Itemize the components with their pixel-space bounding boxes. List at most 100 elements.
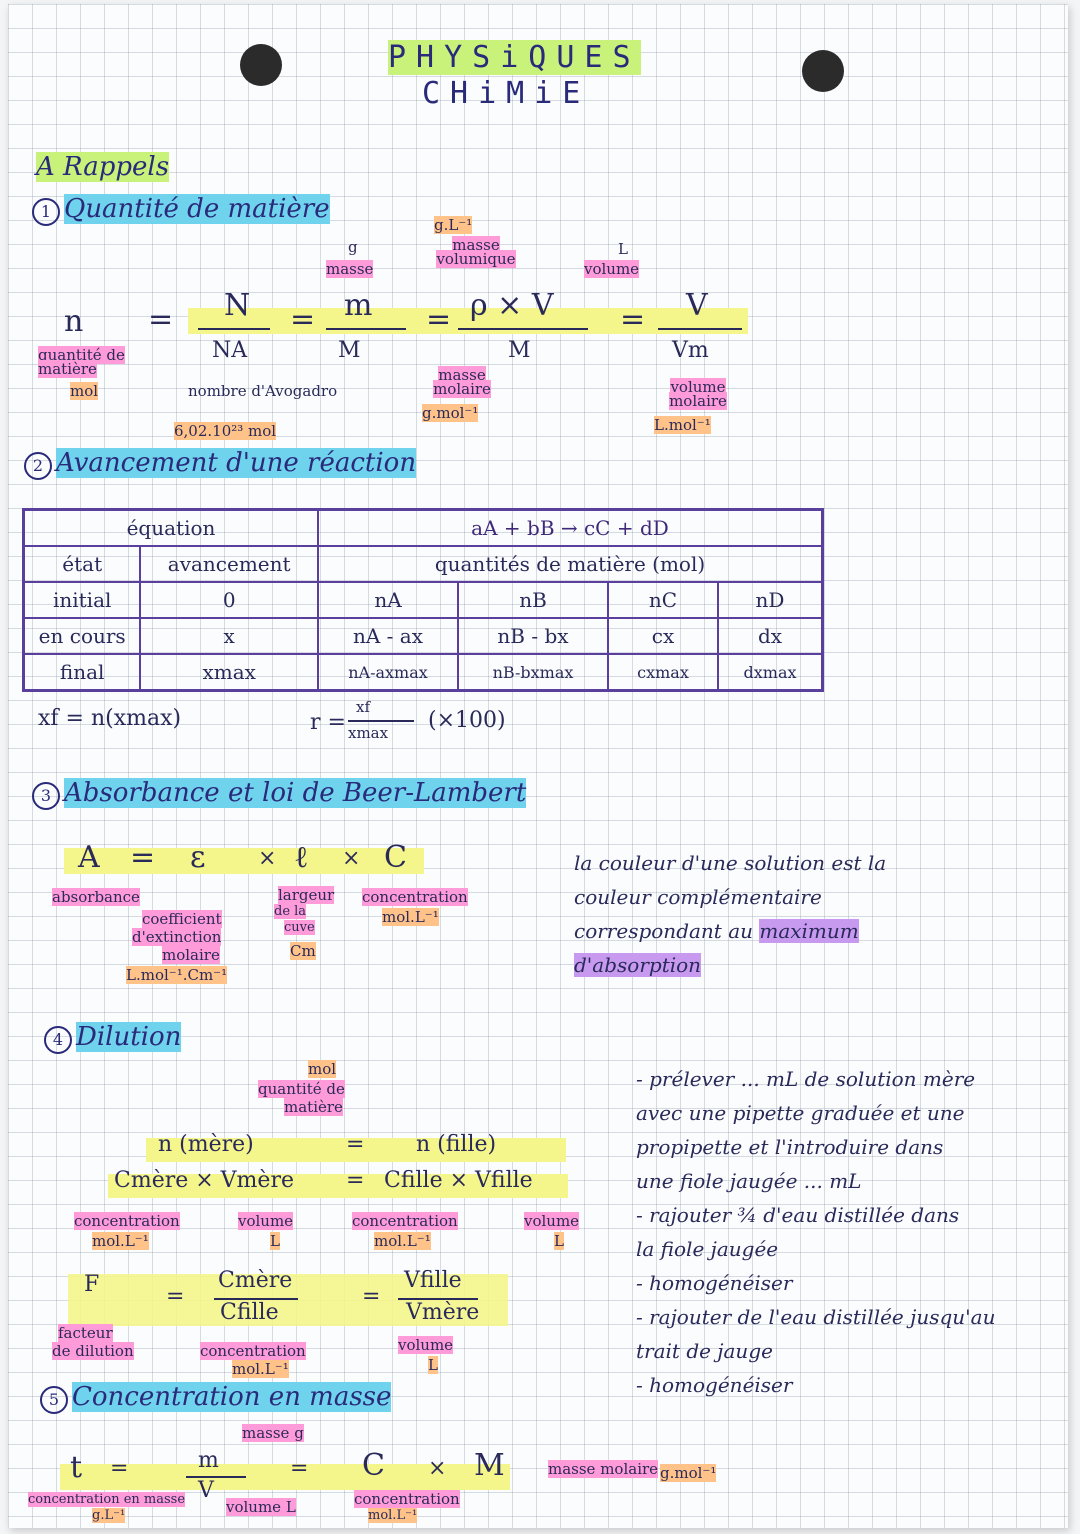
beer-C: C	[384, 840, 407, 875]
list-item: une fiole jaugée ... mL	[636, 1169, 862, 1193]
beer-l: ℓ	[294, 840, 309, 875]
list-item: - prélever ... mL de solution mère	[636, 1067, 976, 1091]
list-item: - rajouter de l'eau distillée jusqu'au	[636, 1305, 996, 1329]
table-cell: dxmax	[717, 653, 824, 692]
unit-l: Cm	[290, 942, 316, 960]
formula-n: n	[64, 304, 84, 339]
formula-N: N	[224, 288, 251, 323]
formula-rhoV: ρ × V	[470, 288, 554, 323]
beer-highlight	[64, 848, 424, 874]
unit-vol-fille: L	[554, 1232, 564, 1250]
beer-note-line4: d'absorption	[574, 953, 702, 977]
F-symbol: F	[84, 1272, 100, 1297]
table-cell: x	[139, 617, 319, 655]
list-item: trait de jauge	[636, 1339, 773, 1363]
label-t: concentration en masse	[28, 1492, 186, 1507]
unit-frac1: mol.L⁻¹	[232, 1360, 289, 1378]
unit-n: mol	[70, 382, 99, 400]
table-cell: 0	[139, 581, 319, 619]
eq-1: =	[148, 302, 174, 337]
formula-M1: M	[338, 338, 361, 363]
table-cell: nA - ax	[317, 617, 459, 655]
label-frac1: concentration	[200, 1342, 306, 1360]
label-l-1: largeur	[278, 886, 335, 904]
beer-note-line3: correspondant au maximum	[574, 919, 859, 943]
F-eq-2: =	[362, 1284, 381, 1309]
unit-C: mol.L⁻¹	[382, 908, 439, 926]
dilution-eq-2: =	[346, 1168, 365, 1193]
table-cell: nA-axmax	[317, 653, 459, 692]
unit-Vm: L.mol⁻¹	[654, 416, 711, 434]
table-quantites-header: quantités de matière (mol)	[317, 545, 824, 583]
eq-4: =	[620, 302, 646, 337]
label-conc-mere: concentration	[74, 1212, 180, 1230]
formula-m: m	[344, 288, 373, 323]
binder-hole-right	[802, 50, 844, 92]
table-cell: dx	[717, 617, 824, 655]
label-qm-2: matière	[284, 1098, 343, 1116]
table-cell: xmax	[139, 653, 319, 692]
r-formula-num: xf	[356, 698, 371, 716]
unit-M: g.mol⁻¹	[422, 404, 479, 422]
r-frac-bar	[348, 720, 414, 722]
formula-NA: NA	[212, 338, 248, 363]
cm-M: M	[474, 1448, 505, 1483]
label-eps-1: coefficient	[142, 910, 222, 928]
label-rho: masse volumique	[436, 236, 516, 268]
label-l-3: cuve	[284, 920, 315, 935]
table-etat-header: état	[22, 545, 142, 583]
dilution-highlight-1	[146, 1138, 566, 1162]
page-title: PHYSiQUES	[388, 40, 641, 75]
label-cm-C: concentration	[354, 1490, 460, 1508]
binder-hole-left	[240, 44, 282, 86]
dilution-highlight-3	[68, 1274, 508, 1326]
frac-bar-1	[198, 328, 270, 330]
frac1-num: Cmère	[218, 1268, 293, 1293]
formula-M2: M	[508, 338, 531, 363]
formula-V: V	[686, 288, 708, 323]
table-cell: cx	[607, 617, 719, 655]
label-masse-molaire: masse molaire	[548, 1460, 659, 1478]
dilution-eq-1: =	[346, 1132, 365, 1157]
unit-conc-mere: mol.L⁻¹	[92, 1232, 149, 1250]
F-eq-1: =	[166, 1284, 185, 1309]
cv-fille: Cfille × Vfille	[384, 1168, 533, 1193]
table-cell: en cours	[22, 617, 142, 655]
beer-eps: ε	[190, 840, 206, 875]
list-item: avec une pipette graduée et une	[636, 1101, 965, 1125]
frac1-den: Cfille	[220, 1300, 279, 1325]
table-equation-label: équation	[22, 508, 319, 547]
value-NA: 6,02.10²³ mol	[174, 422, 277, 440]
r-formula-left: r =	[310, 710, 346, 735]
page-subtitle: CHiMiE	[422, 76, 591, 111]
cm-m: m	[198, 1448, 219, 1473]
label-vol-mere: volume	[238, 1212, 294, 1230]
section-rappels: A Rappels	[36, 152, 170, 182]
frac2-num: Vfille	[404, 1268, 462, 1293]
label-V: volume	[584, 260, 640, 278]
cm-eq2: =	[290, 1456, 309, 1481]
cm-C: C	[362, 1448, 385, 1483]
table-row: en cours x nA - ax nB - bx cx dx	[22, 617, 824, 655]
label-volume-L: volume L	[226, 1498, 296, 1516]
label-F-2: de dilution	[52, 1342, 134, 1360]
table-cell: nC	[607, 581, 719, 619]
cm-frac-bar	[186, 1476, 246, 1478]
beer-times2: ×	[342, 846, 361, 871]
table-row: final xmax nA-axmax nB-bxmax cxmax dxmax	[22, 653, 824, 692]
label-NA: nombre d'Avogadro	[188, 382, 338, 400]
label-conc-fille: concentration	[352, 1212, 458, 1230]
unit-rho: g.L⁻¹	[434, 216, 473, 234]
r-formula-factor: (×100)	[428, 708, 506, 733]
r-formula-den: xmax	[348, 724, 389, 742]
unit-masse-molaire: g.mol⁻¹	[660, 1464, 717, 1482]
label-eps-2: d'extinction	[132, 928, 222, 946]
table-cell: cxmax	[607, 653, 719, 692]
frac2-bar	[398, 1298, 478, 1300]
label-eps-3: molaire	[162, 946, 220, 964]
